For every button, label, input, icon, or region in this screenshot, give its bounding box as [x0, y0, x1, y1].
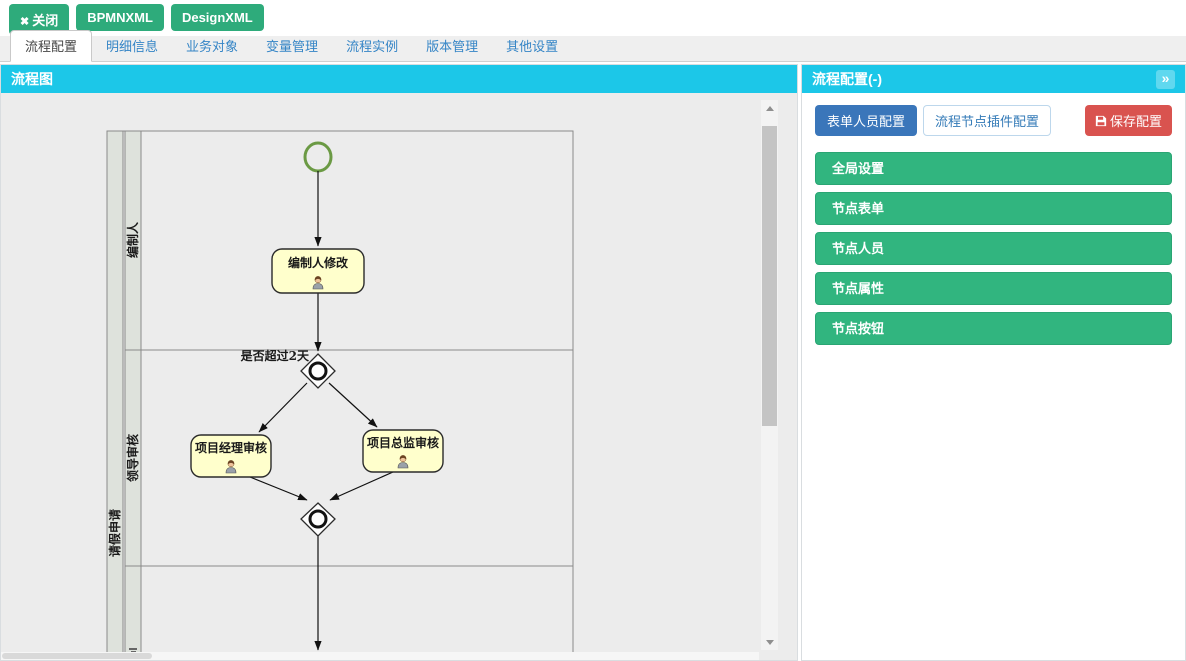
flow-gateway1-to-task2[interactable]	[258, 382, 308, 433]
diagram-panel-title: 流程图	[11, 71, 53, 87]
horizontal-scrollbar[interactable]	[1, 652, 759, 660]
pool-label-bar[interactable]	[106, 130, 124, 660]
start-event[interactable]	[303, 141, 333, 173]
lane-label-bar[interactable]	[124, 130, 142, 660]
config-panel-title: 流程配置(-)	[812, 71, 882, 87]
section-node-attributes[interactable]: 节点属性	[815, 272, 1172, 305]
lane2-label: 领导审核	[125, 434, 140, 482]
horizontal-scrollbar-thumb[interactable]	[2, 653, 152, 659]
config-button-row: 表单人员配置 流程节点插件配置 保存配置	[815, 105, 1172, 136]
task1-label: 编制人修改	[287, 255, 349, 270]
diagram-canvas[interactable]: 请假申请 编制人 领导审核	[1, 93, 797, 660]
section-node-person[interactable]: 节点人员	[815, 232, 1172, 265]
tab-detail-info[interactable]: 明细信息	[106, 39, 159, 54]
tab-process-instance[interactable]: 流程实例	[346, 39, 399, 54]
tab-business-object[interactable]: 业务对象	[186, 39, 239, 54]
gateway-inclusive-split[interactable]	[300, 353, 336, 389]
close-icon: ✖	[20, 16, 30, 28]
form-person-config-button[interactable]: 表单人员配置	[815, 105, 918, 136]
diagram-panel-header: 流程图	[1, 65, 797, 93]
config-panel: 流程配置(-) » 表单人员配置 流程节点插件配置 保存配置 全局设置	[801, 64, 1186, 661]
main-area: 流程图	[0, 64, 1186, 661]
lane1-label: 编制人	[125, 221, 140, 259]
section-node-buttons[interactable]: 节点按钮	[815, 312, 1172, 345]
node-plugin-config-button[interactable]: 流程节点插件配置	[923, 105, 1052, 136]
bpmn-diagram: 请假申请 编制人 领导审核	[106, 130, 574, 660]
close-button[interactable]: ✖关闭	[9, 4, 70, 35]
gateway-inclusive-join[interactable]	[300, 502, 336, 537]
vertical-scrollbar-thumb[interactable]	[762, 126, 777, 426]
tab-bar: 流程配置 明细信息 业务对象 变量管理 流程实例 版本管理 其他设置	[0, 30, 1186, 62]
collapse-panel-button[interactable]: »	[1156, 69, 1175, 89]
task-bianzhiren-xiugai[interactable]: 编制人修改	[271, 248, 365, 294]
tab-process-config[interactable]: 流程配置	[10, 30, 93, 62]
close-button-label: 关闭	[32, 13, 59, 28]
flow-gateway1-to-task3[interactable]	[328, 382, 378, 428]
config-accordion: 全局设置 节点表单 节点人员 节点属性 节点按钮	[815, 152, 1172, 345]
top-toolbar: ✖关闭 BPMNXML DesignXML	[0, 0, 1186, 36]
gateway1-label: 是否超过2天	[240, 348, 310, 363]
task-xiangmu-jingli-shenhe[interactable]: 项目经理审核	[190, 434, 272, 478]
vertical-scrollbar[interactable]	[761, 100, 778, 650]
save-icon	[1095, 115, 1107, 126]
config-panel-body: 表单人员配置 流程节点插件配置 保存配置 全局设置 节点表单 节点人员 节点属性…	[802, 93, 1185, 660]
designxml-button[interactable]: DesignXML	[170, 4, 264, 31]
task-xiangmu-zongjian-shenhe[interactable]: 项目总监审核	[362, 429, 444, 473]
section-global-settings[interactable]: 全局设置	[815, 152, 1172, 185]
flow-task2-to-gateway2[interactable]	[249, 476, 308, 501]
pool-label: 请假申请	[107, 509, 122, 557]
scroll-up-icon[interactable]	[761, 100, 778, 116]
scroll-down-icon[interactable]	[761, 634, 778, 650]
diagram-panel: 流程图	[0, 64, 798, 661]
tab-version-mgmt[interactable]: 版本管理	[426, 39, 479, 54]
tab-variable-mgmt[interactable]: 变量管理	[266, 39, 319, 54]
config-panel-header: 流程配置(-) »	[802, 65, 1185, 93]
flow-task3-to-gateway2[interactable]	[329, 471, 394, 501]
save-config-button[interactable]: 保存配置	[1084, 105, 1172, 136]
task3-label: 项目总监审核	[367, 435, 439, 450]
save-config-label: 保存配置	[1109, 114, 1162, 129]
bpmnxml-button[interactable]: BPMNXML	[76, 4, 164, 31]
task2-label: 项目经理审核	[195, 440, 267, 455]
section-node-form[interactable]: 节点表单	[815, 192, 1172, 225]
tab-other-settings[interactable]: 其他设置	[506, 39, 559, 54]
